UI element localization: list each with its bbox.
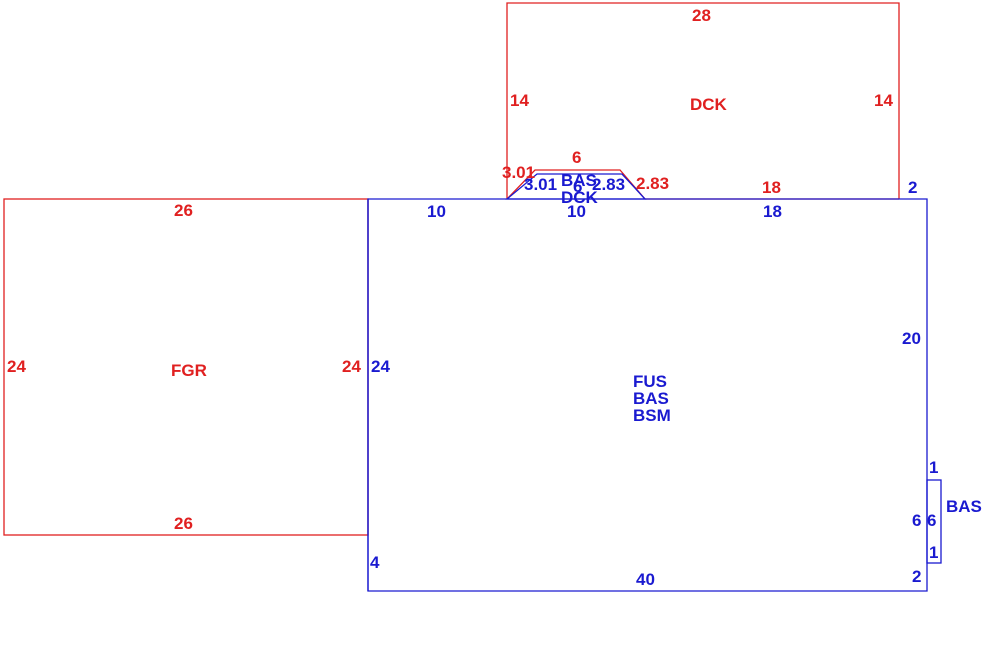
dim-dck-left: 14: [510, 91, 529, 110]
bump-label-bas: BAS: [946, 497, 982, 516]
dim-bay-left-blue: 3.01: [524, 175, 557, 194]
dim-main-top-mid: 10: [567, 202, 586, 221]
dim-main-left-lower: 4: [370, 553, 380, 572]
dim-fgr-right: 24: [342, 357, 361, 376]
dim-main-left: 24: [371, 357, 390, 376]
dim-bay-right-blue: 2.83: [592, 175, 625, 194]
dim-main-right: 20: [902, 329, 921, 348]
main-label-bas: BAS: [633, 389, 669, 408]
dim-main-bottom: 40: [636, 570, 655, 589]
dim-main-top-left: 10: [427, 202, 446, 221]
dim-bump-bottom: 1: [929, 543, 938, 562]
dim-bay-left-red: 3.01: [502, 163, 535, 182]
dim-dck-top: 28: [692, 6, 711, 25]
dim-main-top-corner: 2: [908, 178, 917, 197]
main-label-fus: FUS: [633, 372, 667, 391]
dim-main-bottom-corner: 2: [912, 567, 921, 586]
bay-label-dck: DCK: [561, 188, 599, 207]
dim-bay-top-red: 6: [572, 148, 581, 167]
dim-bump-top: 1: [929, 458, 938, 477]
dim-dck-bottom-right: 18: [762, 178, 781, 197]
dim-bump-left: 6: [912, 511, 921, 530]
dim-bay-mid-blue: 6: [573, 177, 582, 196]
dim-bump-right: 6: [927, 511, 936, 530]
dim-bay-right-red: 2.83: [636, 174, 669, 193]
bay-label-bas: BAS: [561, 171, 597, 190]
dim-fgr-bottom: 26: [174, 514, 193, 533]
fgr-label: FGR: [171, 361, 207, 380]
dck-outline: [506, 2, 900, 199]
dim-fgr-top: 26: [174, 201, 193, 220]
dim-main-top-right: 18: [763, 202, 782, 221]
bump-outline: [926, 479, 942, 564]
dim-fgr-left: 24: [7, 357, 26, 376]
dim-dck-right: 14: [874, 91, 893, 110]
dck-label: DCK: [690, 95, 728, 114]
main-label-bsm: BSM: [633, 406, 671, 425]
